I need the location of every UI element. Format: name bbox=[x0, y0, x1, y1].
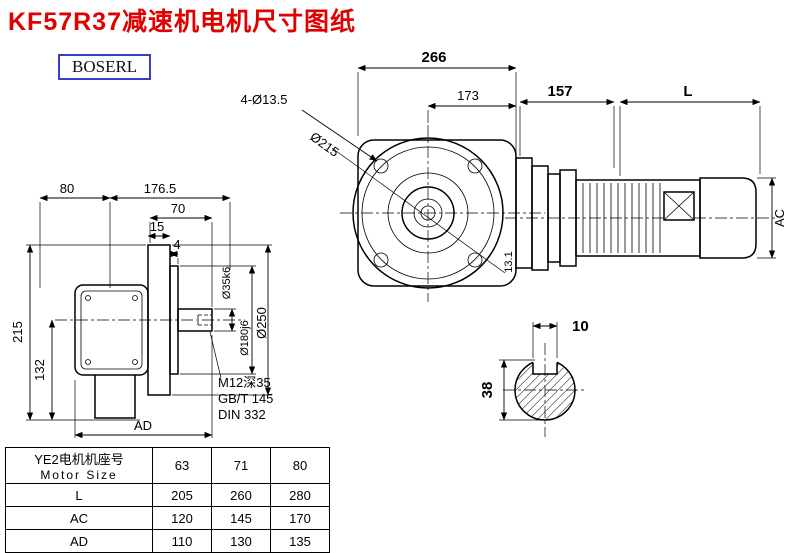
l-value-80: 280 bbox=[270, 483, 330, 507]
row-label-ac: AC bbox=[5, 506, 153, 530]
bolt-leader-line bbox=[301, 109, 378, 162]
shaft-key-section: 10 38 bbox=[479, 318, 589, 437]
size-80-cell: 80 bbox=[270, 447, 330, 484]
dim-215-label: 215 bbox=[10, 321, 25, 343]
gearbox-side-dimensions: 80 176.5 70 15 4 215 132 AD Ø35k6 Ø180j6… bbox=[10, 181, 273, 439]
ac-value-63: 120 bbox=[152, 506, 212, 530]
dim-80-label: 80 bbox=[60, 181, 74, 196]
bolt-icon bbox=[85, 359, 91, 365]
dim-4-label: 4 bbox=[173, 237, 180, 252]
boss-circle bbox=[401, 186, 455, 240]
dim-131-label: 13.1 bbox=[503, 251, 515, 272]
bolt-circle bbox=[361, 146, 495, 280]
dim-157-label: 157 bbox=[547, 83, 572, 100]
brand-logo: BOSERL bbox=[58, 54, 152, 80]
page-title: KF57R37减速机电机尺寸图纸 bbox=[8, 8, 356, 36]
bore-circle bbox=[420, 205, 436, 221]
table-header-en: Motor Size bbox=[40, 468, 118, 482]
dim-266-label: 266 bbox=[421, 49, 446, 66]
mounting-foot bbox=[94, 375, 136, 419]
table-row: YE2电机机座号 Motor Size 63 71 80 bbox=[5, 447, 330, 484]
fan-cover bbox=[699, 177, 757, 259]
bolt-hole bbox=[373, 252, 389, 268]
din-standard: DIN 332 bbox=[218, 407, 266, 422]
l-value-63: 205 bbox=[152, 483, 212, 507]
housing-inner-line bbox=[80, 290, 143, 370]
dim-173-label: 173 bbox=[457, 88, 479, 103]
centre-hole-standard: GB/T 145 bbox=[218, 391, 273, 406]
bolt-hole bbox=[373, 158, 389, 174]
l-value-71: 260 bbox=[211, 483, 271, 507]
dim-132-label: 132 bbox=[32, 359, 47, 381]
hub-circle bbox=[387, 172, 469, 254]
ac-value-80: 170 bbox=[270, 506, 330, 530]
dim-10-label: 10 bbox=[572, 318, 589, 335]
dim-l-label: L bbox=[683, 83, 692, 100]
table-header-cell: YE2电机机座号 Motor Size bbox=[5, 447, 153, 484]
gearbox-side-view bbox=[55, 244, 245, 419]
tapped-hole-spec: M12深35 bbox=[218, 375, 271, 390]
dim-70-label: 70 bbox=[171, 201, 185, 216]
table-header-cn: YE2电机机座号 bbox=[34, 452, 124, 467]
dim-15-label: 15 bbox=[150, 219, 164, 234]
table-row: AC 120 145 170 bbox=[5, 506, 330, 530]
dim-shaft-dia-label: Ø35k6 bbox=[221, 267, 233, 299]
ac-value-71: 145 bbox=[211, 506, 271, 530]
table-row: AD 110 130 135 bbox=[5, 529, 330, 553]
pcd-leader-line bbox=[331, 147, 506, 274]
shaft-circle bbox=[413, 198, 443, 228]
dim-38-label: 38 bbox=[479, 382, 496, 399]
ad-value-63: 110 bbox=[152, 529, 212, 553]
motor-view: 157 L AC bbox=[505, 83, 787, 271]
row-label-l: L bbox=[5, 483, 153, 507]
dim-spigot-dia-label: Ø180j6 bbox=[239, 320, 251, 355]
bolt-icon bbox=[132, 295, 138, 301]
row-label-ad: AD bbox=[5, 529, 153, 553]
dim-ad-label: AD bbox=[134, 418, 152, 433]
ad-value-80: 135 bbox=[270, 529, 330, 553]
flange-front-view: 266 173 4-Ø13.5 Ø215 13.1 bbox=[241, 49, 545, 302]
bolt-icon bbox=[132, 359, 138, 365]
output-shaft bbox=[177, 308, 213, 332]
bolt-hole-callout: 4-Ø13.5 bbox=[241, 92, 288, 107]
bolt-icon bbox=[85, 295, 91, 301]
dim-ac-label: AC bbox=[772, 209, 787, 227]
ad-value-71: 130 bbox=[211, 529, 271, 553]
technical-drawing: 80 176.5 70 15 4 215 132 AD Ø35k6 Ø180j6… bbox=[10, 49, 787, 439]
table-row: L 205 260 280 bbox=[5, 483, 330, 507]
bolt-hole bbox=[467, 252, 483, 268]
cooling-fins bbox=[582, 183, 661, 253]
bolt-hole bbox=[467, 158, 483, 174]
dim-176-label: 176.5 bbox=[144, 181, 177, 196]
flange-od-circle bbox=[352, 137, 504, 289]
motor-size-table: YE2电机机座号 Motor Size 63 71 80 L 205 260 2… bbox=[5, 447, 330, 553]
size-71-cell: 71 bbox=[211, 447, 271, 484]
size-63-cell: 63 bbox=[152, 447, 212, 484]
keyway-cutout bbox=[533, 353, 557, 374]
dim-flange-dia-label: Ø250 bbox=[254, 307, 269, 339]
